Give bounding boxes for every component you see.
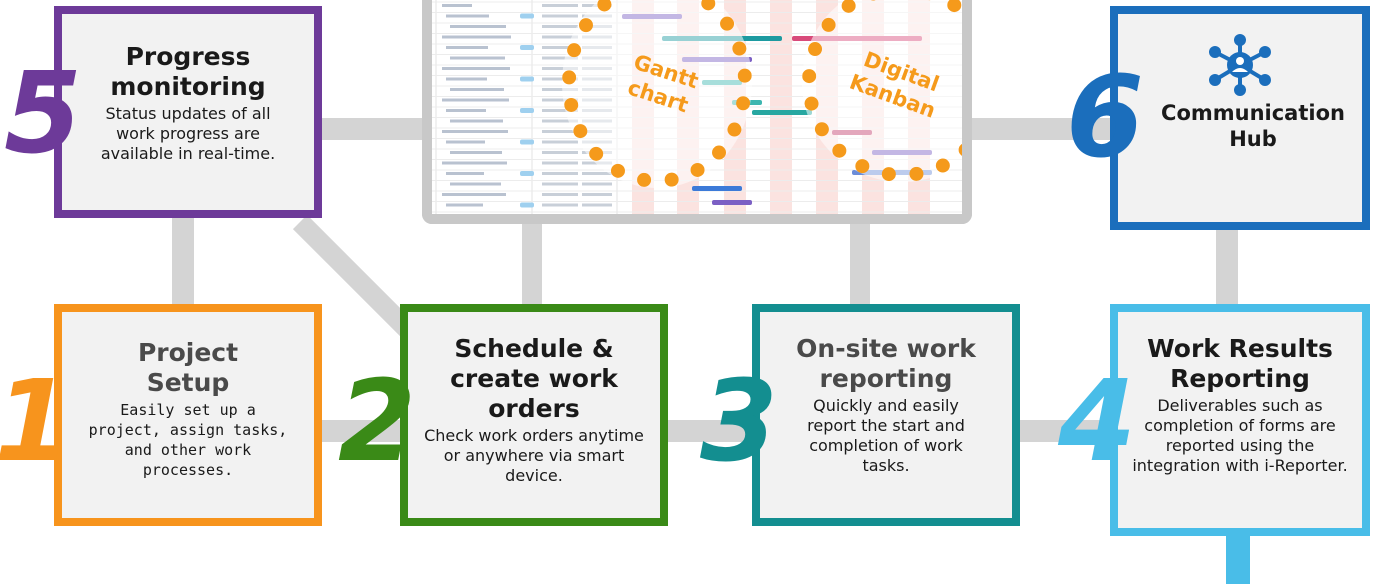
step-3-box: On-site work reporting Quickly and easil… (752, 304, 1020, 526)
connector-step4-tail (1226, 530, 1250, 584)
connector-left-vertical (172, 214, 194, 310)
connector-right-vertical (1216, 224, 1238, 310)
step-6-box: Communication Hub (1110, 6, 1370, 230)
step-4-description: Deliverables such as completion of forms… (1132, 396, 1348, 475)
step-4-box: Work Results Reporting Deliverables such… (1110, 304, 1370, 536)
connector-bottom-3-4 (1016, 420, 1114, 442)
step-1-description: Easily set up a project, assign tasks, a… (88, 401, 288, 479)
step-5-box: Progress monitoring Status updates of al… (54, 6, 322, 218)
step-4-number: 4 (1058, 357, 1136, 487)
connector-bottom-2-3 (664, 420, 756, 442)
step-5-number: 5 (4, 49, 82, 179)
step-6-number: 6 (1066, 53, 1144, 183)
step-2-number: 2 (338, 357, 416, 487)
step-2-title: Schedule & create work orders (450, 334, 618, 423)
connector-bottom-1-2 (318, 420, 406, 442)
step-5-description: Status updates of all work progress are … (100, 104, 276, 163)
step-2-description: Check work orders anytime or anywhere vi… (424, 426, 644, 485)
step-3-description: Quickly and easily report the start and … (807, 396, 965, 475)
step-5-title: Progress monitoring (110, 42, 266, 101)
step-6-title: Communication Hub (1161, 101, 1345, 151)
network-person-icon (1209, 34, 1271, 96)
step-3-number: 3 (700, 357, 778, 487)
connector-top-right (968, 118, 1118, 140)
step-3-title: On-site work reporting (796, 334, 976, 393)
connector-screen-3 (850, 222, 870, 312)
step-1-number: 1 (0, 357, 72, 487)
software-screen: Gantt chart Digital Kanban (422, 0, 972, 224)
step-2-box: Schedule & create work orders Check work… (400, 304, 668, 526)
step-4-title: Work Results Reporting (1147, 334, 1333, 393)
step-1-box: Project Setup Easily set up a project, a… (54, 304, 322, 526)
step-1-title: Project Setup (137, 338, 239, 397)
connector-screen-2 (522, 222, 542, 312)
connector-top-left (318, 118, 428, 140)
